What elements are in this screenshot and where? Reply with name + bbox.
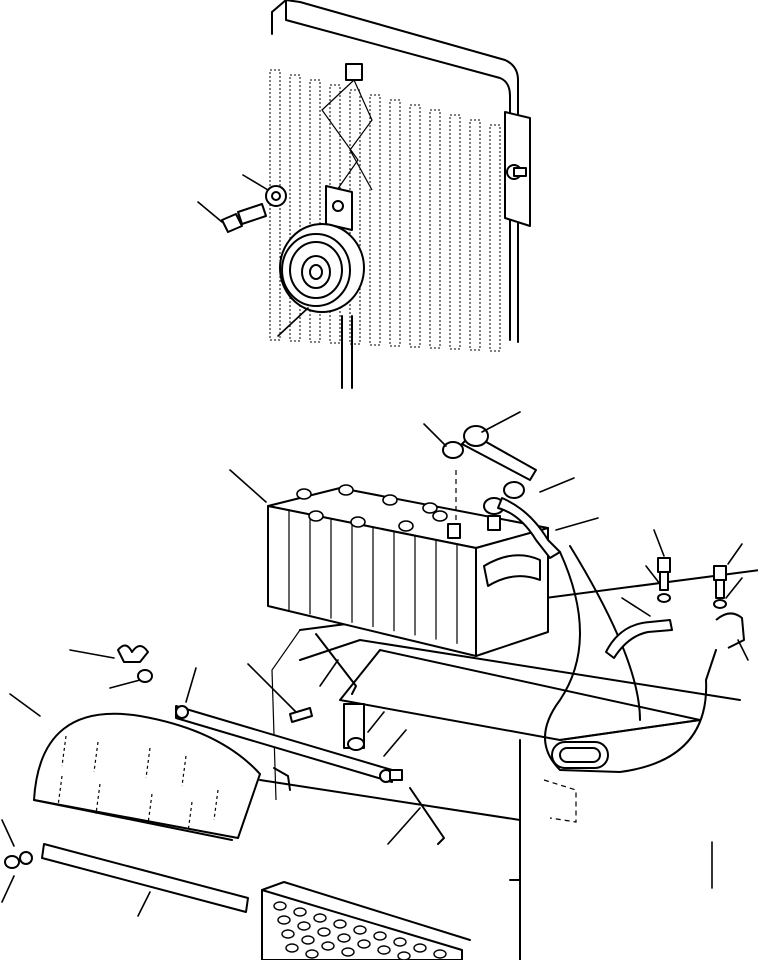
step-hole (317, 927, 331, 937)
leader-lines (1, 411, 749, 917)
hold-down-rod-left (315, 633, 357, 695)
terminal-positive (487, 515, 501, 531)
grille-slat (309, 79, 321, 343)
battery-cap (432, 510, 448, 522)
step-hole (353, 925, 367, 935)
step-hole (297, 921, 311, 931)
step-hole (397, 951, 411, 960)
grille-slat (369, 94, 381, 346)
step-hole (273, 901, 287, 911)
radiator-grille (269, 0, 531, 352)
step-holes (273, 901, 447, 960)
step-hole (337, 933, 351, 943)
step-hole (393, 937, 407, 947)
cover-slot (145, 747, 151, 779)
step-hole (277, 915, 291, 925)
cover-strip (41, 843, 249, 913)
cover-slot (147, 793, 153, 825)
battery-cell-caps (296, 484, 448, 532)
battery-cap (338, 484, 354, 496)
bolt-right-1 (657, 557, 671, 603)
bar-bracket (343, 703, 365, 749)
step-hole (305, 949, 319, 959)
battery-cable-positive (483, 481, 561, 559)
bar-screw (289, 707, 313, 723)
grille-slat (489, 124, 501, 352)
battery-cap (350, 516, 366, 528)
grille-slats (269, 69, 501, 352)
grille-slat (329, 84, 341, 344)
cover-slot (181, 755, 187, 787)
cover-vent-slots (57, 735, 219, 833)
battery-cap (398, 520, 414, 532)
battery-cell-ribs (288, 510, 458, 644)
cover-slot (57, 775, 63, 807)
step-hole (413, 943, 427, 953)
step-hole (281, 929, 295, 939)
step-hole (285, 943, 299, 953)
step-hole (313, 913, 327, 923)
strip-nuts (4, 851, 33, 869)
step-hole (377, 945, 391, 955)
mounting-clip (345, 63, 363, 81)
grille-slat (469, 119, 481, 351)
horn-assembly (197, 0, 531, 389)
cover-slot (187, 801, 193, 833)
horn-washer (265, 185, 287, 207)
main-cable (544, 551, 717, 773)
battery-cap (296, 488, 312, 500)
step-hole (293, 907, 307, 917)
battery-assembly (1, 411, 758, 960)
battery (267, 484, 549, 657)
battery-cable-negative (442, 425, 537, 481)
step-hole (301, 935, 315, 945)
grommet (551, 741, 609, 769)
hold-down-rod-right (409, 787, 445, 845)
leader-bolt (197, 201, 223, 223)
step-hole (433, 949, 447, 959)
battery-handle (483, 554, 541, 587)
leader-horn (277, 307, 309, 337)
bolt-right-2 (713, 565, 727, 609)
cover-slot (61, 735, 67, 767)
battery-cap (308, 510, 324, 522)
hold-down-bar (175, 705, 403, 783)
battery-cap (382, 494, 398, 506)
cable-clamp (715, 612, 745, 649)
step (261, 881, 471, 960)
horn-bolt (221, 203, 267, 233)
leader-washer (242, 174, 269, 191)
cover-slot (93, 741, 99, 773)
horn (279, 223, 365, 313)
ground-strap (605, 619, 673, 659)
battery-cover (33, 712, 261, 841)
wing-nut (117, 644, 153, 683)
battery-cap (422, 502, 438, 514)
cover-slot (213, 789, 219, 821)
terminal-negative (447, 523, 461, 539)
step-hole (333, 919, 347, 929)
cover-slot (95, 783, 101, 815)
step-hole (321, 941, 335, 951)
grille-slat (429, 109, 441, 349)
step-hole (357, 939, 371, 949)
step-hole (341, 947, 355, 957)
grille-slat (289, 74, 301, 342)
grille-slat (449, 114, 461, 350)
grille-slat (389, 99, 401, 347)
grille-slat (409, 104, 421, 348)
step-hole (373, 931, 387, 941)
mount-panel (259, 779, 521, 881)
